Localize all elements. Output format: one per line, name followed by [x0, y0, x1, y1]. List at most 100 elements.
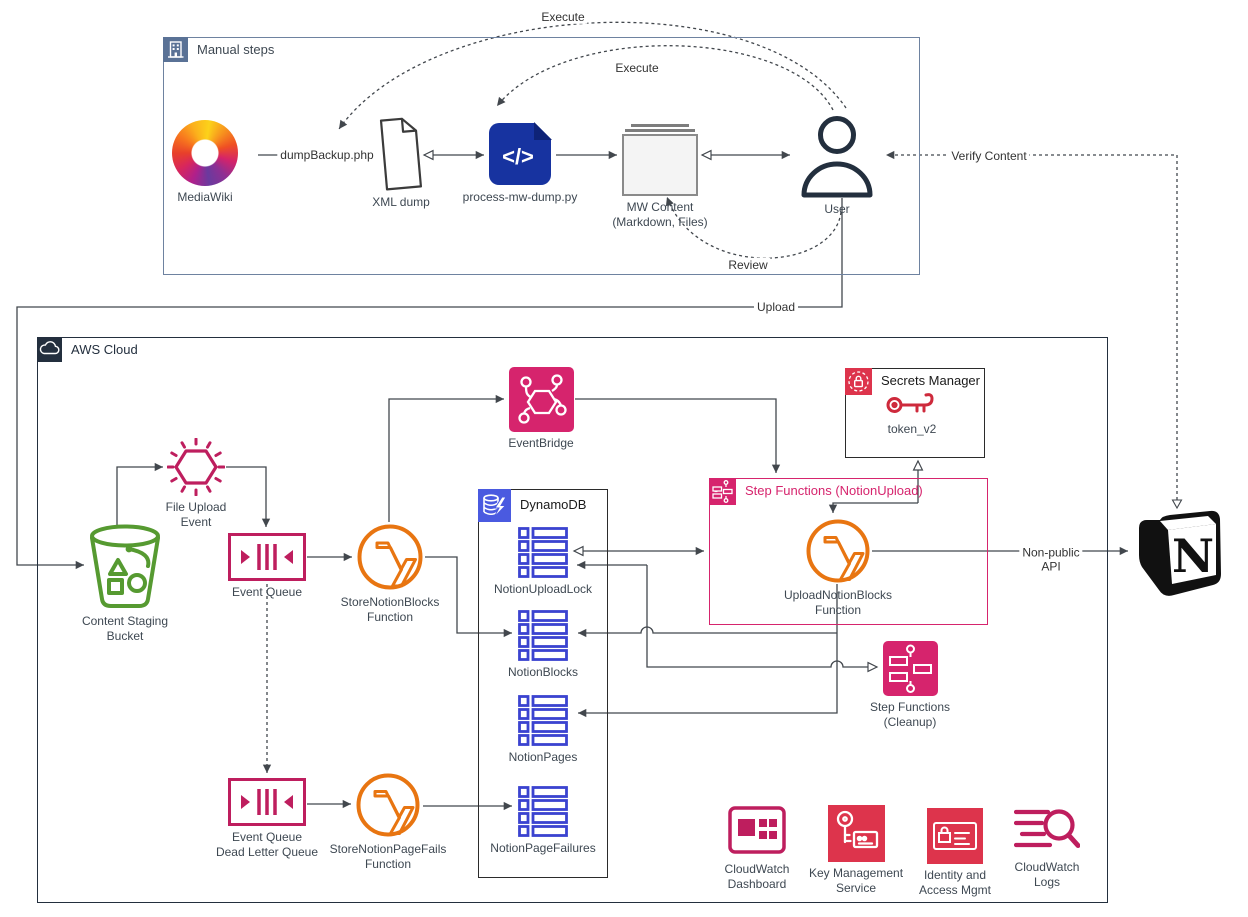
node-mw-content: MW Content (Markdown, Files): [585, 124, 735, 230]
svg-text:N: N: [1172, 529, 1214, 583]
secrets-manager-title: Secrets Manager: [881, 373, 980, 388]
secrets-token-label: token_v2: [887, 422, 937, 436]
step-functions-cleanup-label: Step Functions (Cleanup): [869, 700, 951, 729]
event-queue-dlq-label: Event Queue Dead Letter Queue: [215, 830, 319, 859]
table-notion-blocks-label: NotionBlocks: [507, 665, 579, 679]
dynamodb-icon: [478, 489, 511, 522]
table-notion-page-failures-label: NotionPageFailures: [490, 841, 596, 855]
node-cloudwatch-dashboard: CloudWatch Dashboard: [702, 806, 812, 892]
node-user: User: [787, 110, 887, 217]
svg-text:</>: </>: [502, 144, 534, 169]
sqs-queue-icon: [228, 533, 306, 581]
table-icon: [518, 527, 568, 578]
mediawiki-icon: [172, 120, 238, 186]
node-content-staging-bucket: Content Staging Bucket: [60, 522, 190, 644]
key-icon: [886, 393, 934, 413]
node-store-notion-blocks-fn: StoreNotionBlocks Function: [315, 523, 465, 625]
table-icon: [518, 610, 568, 661]
user-icon: [801, 116, 873, 198]
node-table-notion-blocks: NotionBlocks: [478, 610, 608, 680]
node-mediawiki: MediaWiki: [145, 120, 265, 205]
table-notion-pages-label: NotionPages: [508, 750, 578, 764]
table-icon: [518, 695, 568, 746]
node-upload-notion-blocks-fn: UploadNotionBlocks Function: [758, 518, 918, 618]
event-queue-label: Event Queue: [231, 585, 303, 599]
step-functions-notionupload-group: [709, 478, 988, 625]
edge-label-dumpbackup: dumpBackup.php: [277, 147, 377, 163]
edge-label-upload: Upload: [753, 299, 799, 315]
code-file-icon: </>: [489, 122, 552, 185]
eventbridge-icon: [508, 367, 574, 432]
user-label: User: [824, 202, 850, 216]
step-functions-cleanup-icon: [882, 641, 938, 696]
manual-steps-title: Manual steps: [197, 42, 275, 57]
store-notion-page-fails-fn-label: StoreNotionPageFails Function: [329, 842, 447, 871]
node-table-notion-page-failures: NotionPageFailures: [478, 786, 608, 856]
node-table-notion-upload-lock: NotionUploadLock: [478, 527, 608, 597]
lambda-icon: [356, 773, 420, 837]
event-burst-icon: [167, 438, 225, 496]
eventbridge-label: EventBridge: [508, 436, 574, 450]
node-step-functions-cleanup: Step Functions (Cleanup): [850, 641, 970, 730]
edge-label-verify-content: Verify Content: [948, 148, 1030, 164]
edge-label-execute-2: Execute: [612, 60, 662, 76]
secrets-manager-icon: [845, 368, 872, 395]
secrets-manager-header: Secrets Manager: [845, 368, 980, 395]
mediawiki-label: MediaWiki: [177, 190, 233, 204]
step-functions-notionupload-title: Step Functions (NotionUpload): [745, 483, 923, 498]
identity-access-mgmt-label: Identity and Access Mgmt: [918, 868, 991, 897]
edge-label-execute-1: Execute: [538, 9, 588, 25]
node-secrets-token: token_v2: [862, 388, 962, 437]
node-store-notion-page-fails-fn: StoreNotionPageFails Function: [308, 772, 468, 872]
aws-cloud-group: [37, 337, 1108, 903]
s3-bucket-icon: [90, 524, 160, 608]
edge-label-review: Review: [725, 257, 771, 273]
node-table-notion-pages: NotionPages: [478, 695, 608, 765]
mw-content-label: MW Content (Markdown, Files): [612, 200, 708, 229]
manual-steps-group: [163, 37, 920, 275]
step-functions-icon: [709, 478, 736, 505]
iam-icon: [927, 808, 983, 864]
node-event-queue-dlq: Event Queue Dead Letter Queue: [192, 778, 342, 860]
table-notion-upload-lock-label: NotionUploadLock: [493, 582, 593, 596]
sqs-queue-icon: [228, 778, 306, 826]
node-identity-access-mgmt: Identity and Access Mgmt: [900, 808, 1010, 898]
document-icon: [379, 117, 422, 191]
dashboard-icon: [728, 806, 786, 854]
lambda-icon: [357, 524, 423, 590]
lambda-icon: [806, 519, 870, 583]
cloudwatch-dashboard-label: CloudWatch Dashboard: [724, 862, 790, 891]
verify-hollow-arrow: [1171, 499, 1183, 510]
node-process-mw-dump: </> process-mw-dump.py: [445, 122, 595, 205]
secrets-manager-group: [845, 368, 985, 458]
aws-cloud-header: AWS Cloud: [37, 337, 138, 362]
file-upload-event-label: File Upload Event: [165, 500, 227, 529]
building-icon: [163, 37, 188, 62]
manual-steps-header: Manual steps: [163, 37, 274, 62]
node-notion: N: [1135, 508, 1225, 598]
dynamodb-group: [478, 489, 608, 878]
node-eventbridge: EventBridge: [481, 367, 601, 451]
cloudwatch-logs-label: CloudWatch Logs: [1014, 860, 1080, 889]
kms-icon: [827, 805, 885, 862]
node-cloudwatch-logs: CloudWatch Logs: [992, 804, 1102, 890]
xml-dump-label: XML dump: [372, 195, 430, 209]
store-notion-blocks-fn-label: StoreNotionBlocks Function: [340, 595, 440, 624]
dynamodb-header: DynamoDB: [478, 489, 586, 522]
key-management-service-label: Key Management Service: [808, 866, 904, 895]
node-xml-dump: XML dump: [351, 117, 451, 210]
logs-search-icon: [1014, 809, 1080, 848]
content-stack-icon: [622, 124, 698, 196]
step-functions-notionupload-header: Step Functions (NotionUpload): [709, 478, 923, 505]
dynamodb-title: DynamoDB: [520, 497, 587, 512]
table-icon: [518, 786, 568, 837]
node-file-upload-event: File Upload Event: [141, 438, 251, 530]
process-mw-dump-label: process-mw-dump.py: [462, 190, 578, 204]
aws-cloud-title: AWS Cloud: [71, 342, 138, 357]
upload-notion-blocks-fn-label: UploadNotionBlocks Function: [783, 588, 893, 617]
content-staging-bucket-label: Content Staging Bucket: [81, 614, 169, 643]
aws-cloud-icon: [37, 337, 62, 362]
edge-label-non-public-api: Non-public API: [1019, 545, 1083, 575]
node-key-management-service: Key Management Service: [791, 805, 921, 896]
